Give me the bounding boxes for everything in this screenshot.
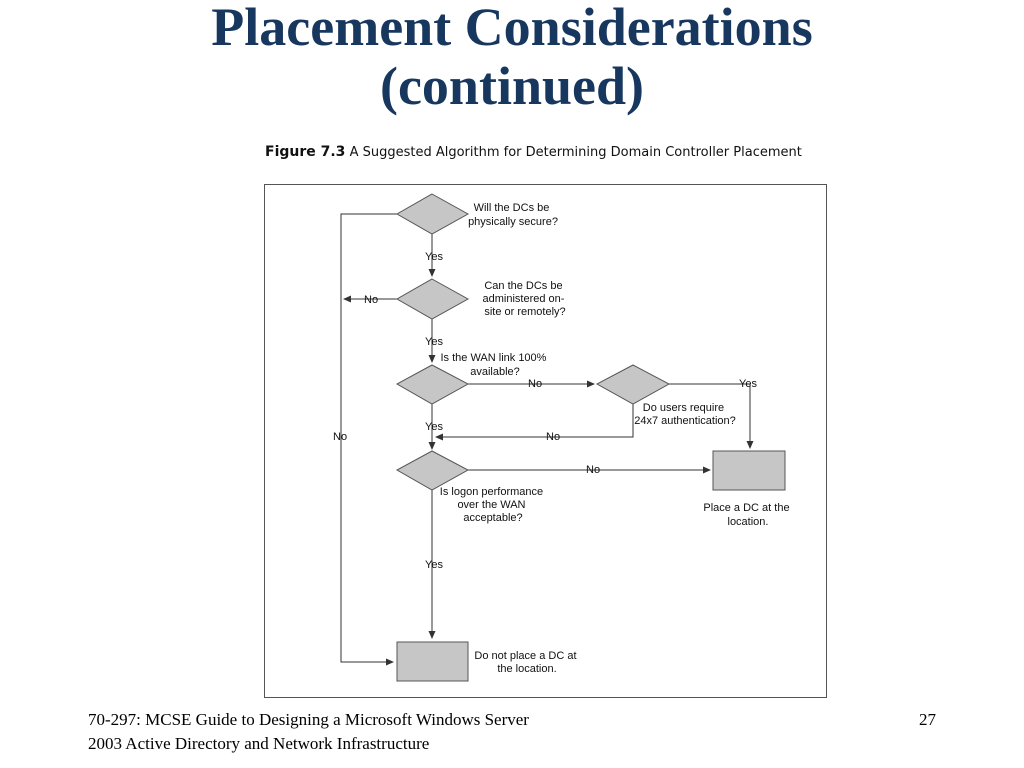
label-no-administered: No bbox=[364, 294, 378, 306]
slide-title-line-2: (continued) bbox=[379, 56, 644, 116]
decision-administered-text: Can the DCs be administered on- site or … bbox=[483, 280, 568, 318]
decision-secure-line-1: Will the DCs be bbox=[474, 202, 550, 214]
outcome-no-place-text: Do not place a DC at the location. bbox=[474, 650, 579, 675]
outcome-place-line-2: location. bbox=[728, 516, 769, 528]
page-number: 27 bbox=[919, 710, 936, 729]
outcome-place-text: Place a DC at the location. bbox=[703, 502, 792, 528]
decision-logon-line-1: Is logon performance bbox=[440, 486, 543, 498]
decision-secure-shape bbox=[395, 193, 470, 235]
figure-caption: Figure 7.3 A Suggested Algorithm for Det… bbox=[265, 143, 825, 162]
decision-logon-line-3: acceptable? bbox=[463, 512, 522, 524]
decision-wan-line-2: available? bbox=[470, 366, 520, 378]
outcome-no-place-shape bbox=[396, 641, 469, 682]
decision-secure-line-2: physically secure? bbox=[468, 216, 558, 228]
label-yes-logon: Yes bbox=[425, 559, 443, 571]
footer-course-title: 70-297: MCSE Guide to Designing a Micros… bbox=[88, 708, 688, 756]
outcome-no-place-line-2: the location. bbox=[497, 663, 556, 675]
slide-title: Placement Considerations (continued) bbox=[0, 0, 1024, 118]
edge-secure-no bbox=[340, 213, 397, 666]
edge-users-no bbox=[435, 404, 634, 441]
decision-administered-line-3: site or remotely? bbox=[484, 306, 565, 318]
outcome-place-shape bbox=[712, 450, 786, 491]
outcome-place-line-1: Place a DC at the bbox=[703, 502, 789, 514]
decision-administered-line-2: administered on- bbox=[483, 293, 565, 305]
label-yes-wan: Yes bbox=[425, 421, 443, 433]
decision-administered-line-1: Can the DCs be bbox=[484, 280, 562, 292]
decision-logon-line-2: over the WAN bbox=[457, 499, 525, 511]
decision-users-shape bbox=[595, 364, 671, 405]
diagram-frame bbox=[264, 184, 827, 698]
decision-logon-text: Is logon performance over the WAN accept… bbox=[440, 486, 546, 524]
decision-users-line-2: 24x7 authentication? bbox=[634, 415, 736, 427]
decision-administered-shape bbox=[395, 278, 470, 320]
figure-number: Figure 7.3 bbox=[265, 144, 346, 160]
footer-line-1: 70-297: MCSE Guide to Designing a Micros… bbox=[88, 710, 529, 729]
label-no-users: No bbox=[546, 431, 560, 443]
decision-wan-line-1: Is the WAN link 100% bbox=[440, 352, 546, 364]
outcome-no-place-line-1: Do not place a DC at bbox=[474, 650, 576, 662]
figure-caption-text: A Suggested Algorithm for Determining Do… bbox=[349, 145, 802, 160]
decision-users-text: Do users require 24x7 authentication? bbox=[634, 402, 736, 427]
label-yes-secure: Yes bbox=[425, 251, 443, 263]
label-no-wan: No bbox=[528, 378, 542, 390]
label-no-secure: No bbox=[333, 431, 347, 443]
edge-users-yes bbox=[669, 383, 754, 449]
decision-wan-shape bbox=[395, 364, 470, 405]
decision-logon-shape bbox=[395, 450, 470, 491]
footer-line-2: 2003 Active Directory and Network Infras… bbox=[88, 734, 430, 753]
decision-users-line-1: Do users require bbox=[643, 402, 724, 414]
decision-secure-text: Will the DCs be physically secure? bbox=[468, 202, 558, 228]
label-yes-users: Yes bbox=[739, 378, 757, 390]
label-no-logon: No bbox=[586, 464, 600, 476]
connectors bbox=[340, 213, 754, 666]
decision-wan-text: Is the WAN link 100% available? bbox=[440, 352, 549, 378]
label-yes-administered: Yes bbox=[425, 336, 443, 348]
slide-title-line-1: Placement Considerations bbox=[211, 0, 813, 57]
